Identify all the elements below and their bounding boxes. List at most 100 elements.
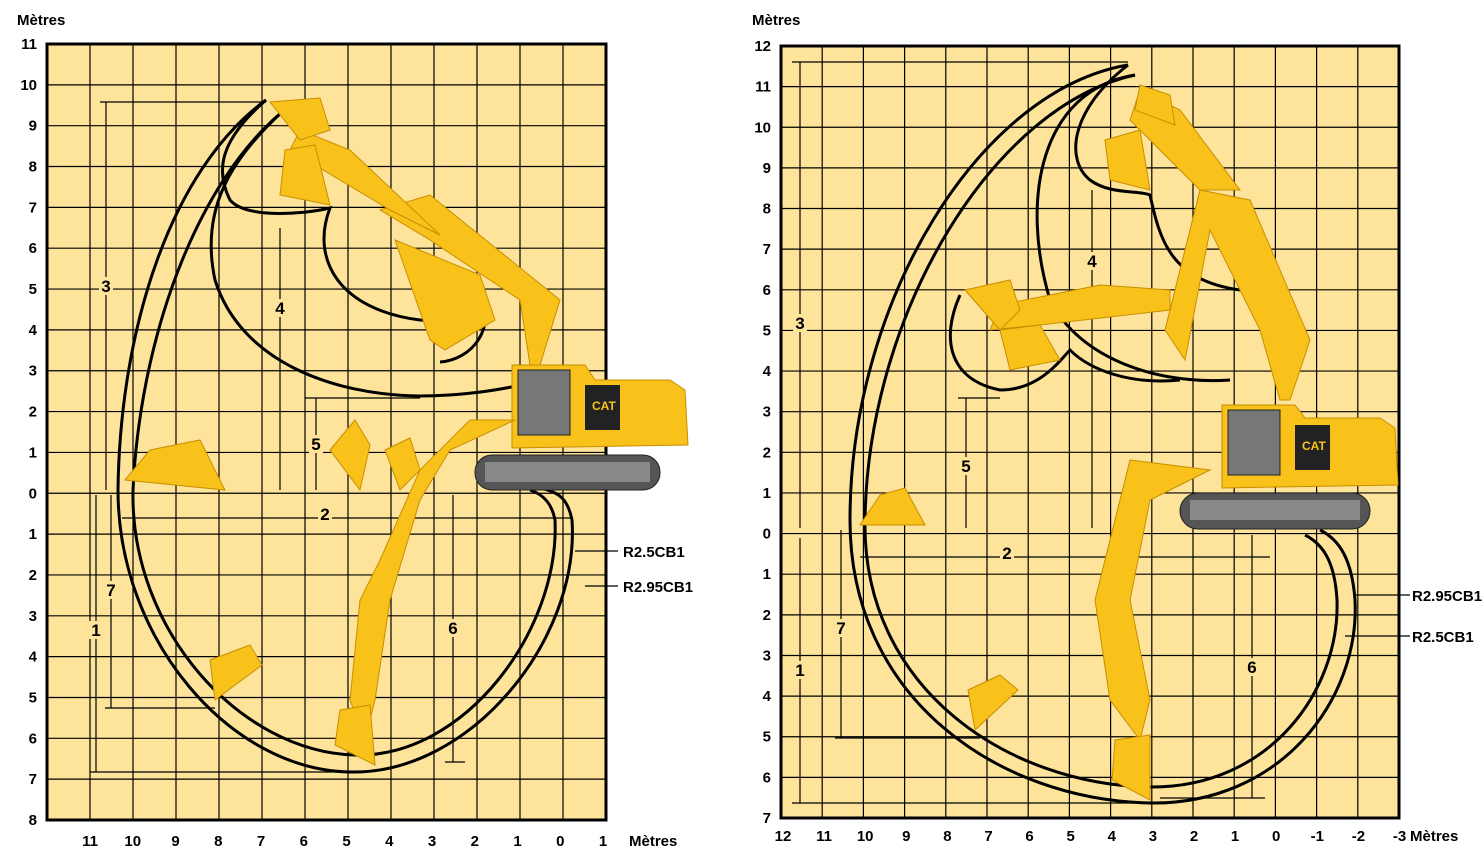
y-tick-label: 3 bbox=[763, 647, 771, 664]
left-x-unit: Mètres bbox=[629, 833, 677, 850]
x-tick-label: 0 bbox=[1272, 828, 1280, 845]
y-tick-label: 6 bbox=[29, 730, 37, 747]
y-tick-label: 1 bbox=[29, 444, 37, 461]
x-tick-label: 3 bbox=[1149, 828, 1157, 845]
y-tick-label: 9 bbox=[763, 160, 771, 177]
x-tick-label: 4 bbox=[1108, 828, 1117, 845]
y-tick-label: 7 bbox=[763, 241, 771, 258]
x-tick-label: 1 bbox=[599, 833, 607, 850]
dimension-label-6: 6 bbox=[448, 619, 457, 638]
dimension-label-4: 4 bbox=[275, 299, 285, 318]
x-tick-label: 2 bbox=[1190, 828, 1198, 845]
dimension-label-5: 5 bbox=[311, 435, 320, 454]
y-tick-label: 11 bbox=[21, 36, 37, 53]
x-tick-label: 7 bbox=[984, 828, 992, 845]
y-tick-label: 2 bbox=[29, 567, 37, 584]
right-envelope-inner bbox=[863, 73, 1339, 789]
y-tick-label: 10 bbox=[20, 77, 37, 94]
right-plot-border bbox=[779, 44, 1401, 820]
dimension-label-7: 7 bbox=[106, 581, 115, 600]
y-tick-label: 9 bbox=[29, 118, 37, 135]
dimension-label-6: 6 bbox=[1247, 658, 1256, 677]
right-reach-curve-mid bbox=[948, 294, 1181, 392]
dimension-label-2: 2 bbox=[320, 505, 329, 524]
y-tick-label: 7 bbox=[763, 810, 771, 827]
dimension-label-1: 1 bbox=[795, 661, 804, 680]
right-curve-label-r295cb1: R2.95CB1 bbox=[1412, 588, 1482, 605]
dimension-label-7: 7 bbox=[836, 619, 845, 638]
y-tick-label: 12 bbox=[754, 38, 771, 55]
y-tick-label: 2 bbox=[763, 444, 771, 461]
x-tick-label: 4 bbox=[385, 833, 394, 850]
right-reach-curve-upper bbox=[1074, 63, 1241, 292]
y-tick-label: 0 bbox=[763, 526, 771, 543]
x-tick-label: 12 bbox=[775, 828, 792, 845]
y-tick-label: 5 bbox=[763, 729, 771, 746]
dimension-label-2: 2 bbox=[1002, 544, 1011, 563]
y-tick-label: 10 bbox=[754, 119, 771, 136]
y-tick-label: 2 bbox=[29, 404, 37, 421]
right-excavator-illustration: CAT bbox=[859, 84, 1399, 801]
y-tick-label: 3 bbox=[29, 363, 37, 380]
left-y-unit: Mètres bbox=[17, 12, 65, 29]
left-curve-label-r25cb1: R2.5CB1 bbox=[623, 544, 685, 561]
y-tick-label: 8 bbox=[29, 159, 37, 176]
x-tick-label: 6 bbox=[1025, 828, 1033, 845]
x-tick-label: 11 bbox=[82, 833, 98, 850]
y-tick-label: 8 bbox=[29, 812, 37, 829]
y-tick-label: 6 bbox=[763, 282, 771, 299]
y-tick-label: 11 bbox=[755, 79, 771, 96]
x-tick-label: 9 bbox=[171, 833, 179, 850]
x-tick-label: -3 bbox=[1393, 828, 1406, 845]
x-tick-label: 1 bbox=[1231, 828, 1239, 845]
y-tick-label: 7 bbox=[29, 199, 37, 216]
x-tick-label: 8 bbox=[214, 833, 222, 850]
right-x-unit: Mètres bbox=[1410, 828, 1458, 845]
y-tick-label: 4 bbox=[763, 363, 772, 380]
y-tick-label: 4 bbox=[29, 322, 38, 339]
x-tick-label: 8 bbox=[943, 828, 951, 845]
y-tick-label: 5 bbox=[29, 281, 37, 298]
y-tick-label: 7 bbox=[29, 771, 37, 788]
right-dimension-lines bbox=[792, 61, 1410, 804]
x-tick-label: 2 bbox=[471, 833, 479, 850]
x-tick-label: 5 bbox=[1067, 828, 1075, 845]
x-tick-label: 11 bbox=[816, 828, 832, 845]
x-tick-label: 10 bbox=[124, 833, 141, 850]
right-y-unit: Mètres bbox=[752, 12, 800, 29]
y-tick-label: 4 bbox=[29, 649, 38, 666]
dimension-label-1: 1 bbox=[91, 621, 100, 640]
y-tick-label: 1 bbox=[763, 566, 771, 583]
dimension-label-3: 3 bbox=[101, 277, 110, 296]
y-tick-label: 5 bbox=[763, 322, 771, 339]
x-tick-label: 3 bbox=[428, 833, 436, 850]
dimension-label-4: 4 bbox=[1087, 252, 1097, 271]
left-reach-curve-lower bbox=[209, 110, 521, 398]
y-tick-label: 1 bbox=[763, 485, 771, 502]
x-tick-label: 5 bbox=[342, 833, 350, 850]
x-tick-label: 9 bbox=[902, 828, 910, 845]
x-tick-label: 6 bbox=[300, 833, 308, 850]
x-tick-label: -2 bbox=[1352, 828, 1365, 845]
left-excavator-illustration: CAT bbox=[124, 97, 689, 766]
y-tick-label: 4 bbox=[763, 688, 772, 705]
dimension-label-5: 5 bbox=[961, 457, 970, 476]
right-envelope-outer bbox=[848, 63, 1357, 805]
x-tick-label: 7 bbox=[257, 833, 265, 850]
left-envelope-outer bbox=[116, 98, 574, 774]
y-tick-label: 6 bbox=[29, 240, 37, 257]
y-tick-label: 0 bbox=[29, 485, 37, 502]
right-reach-curve-lower bbox=[1035, 73, 1231, 383]
right-grid bbox=[781, 46, 1399, 818]
y-tick-label: 8 bbox=[763, 201, 771, 218]
y-tick-label: 5 bbox=[29, 689, 37, 706]
left-curve-label-r295cb1: R2.95CB1 bbox=[623, 579, 693, 596]
svg-text:CAT: CAT bbox=[1302, 439, 1326, 453]
